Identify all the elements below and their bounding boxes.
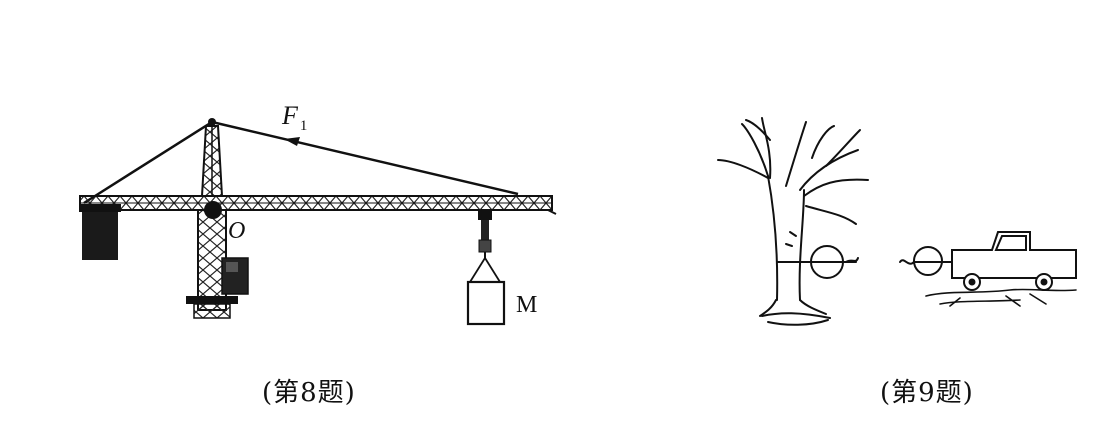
pulley-system (777, 245, 953, 279)
trolley-hook (469, 210, 501, 283)
load-label: M (516, 292, 537, 318)
load-block (466, 280, 506, 326)
crane-base (186, 296, 238, 304)
truck (951, 231, 1077, 291)
jib-cable (211, 120, 519, 196)
figure8-caption: (第8题) (262, 378, 356, 408)
counterweight (82, 210, 118, 260)
pivot-hub (204, 201, 222, 219)
jib-truss (79, 195, 557, 215)
force-arrow-head (284, 137, 300, 146)
tree-truck-figure (717, 117, 1077, 326)
ground (925, 288, 1077, 307)
tree (717, 117, 869, 326)
pivot-label: O (228, 218, 245, 244)
figure9-caption: (第9题) (880, 378, 974, 408)
counter-jib-cable (83, 120, 213, 205)
